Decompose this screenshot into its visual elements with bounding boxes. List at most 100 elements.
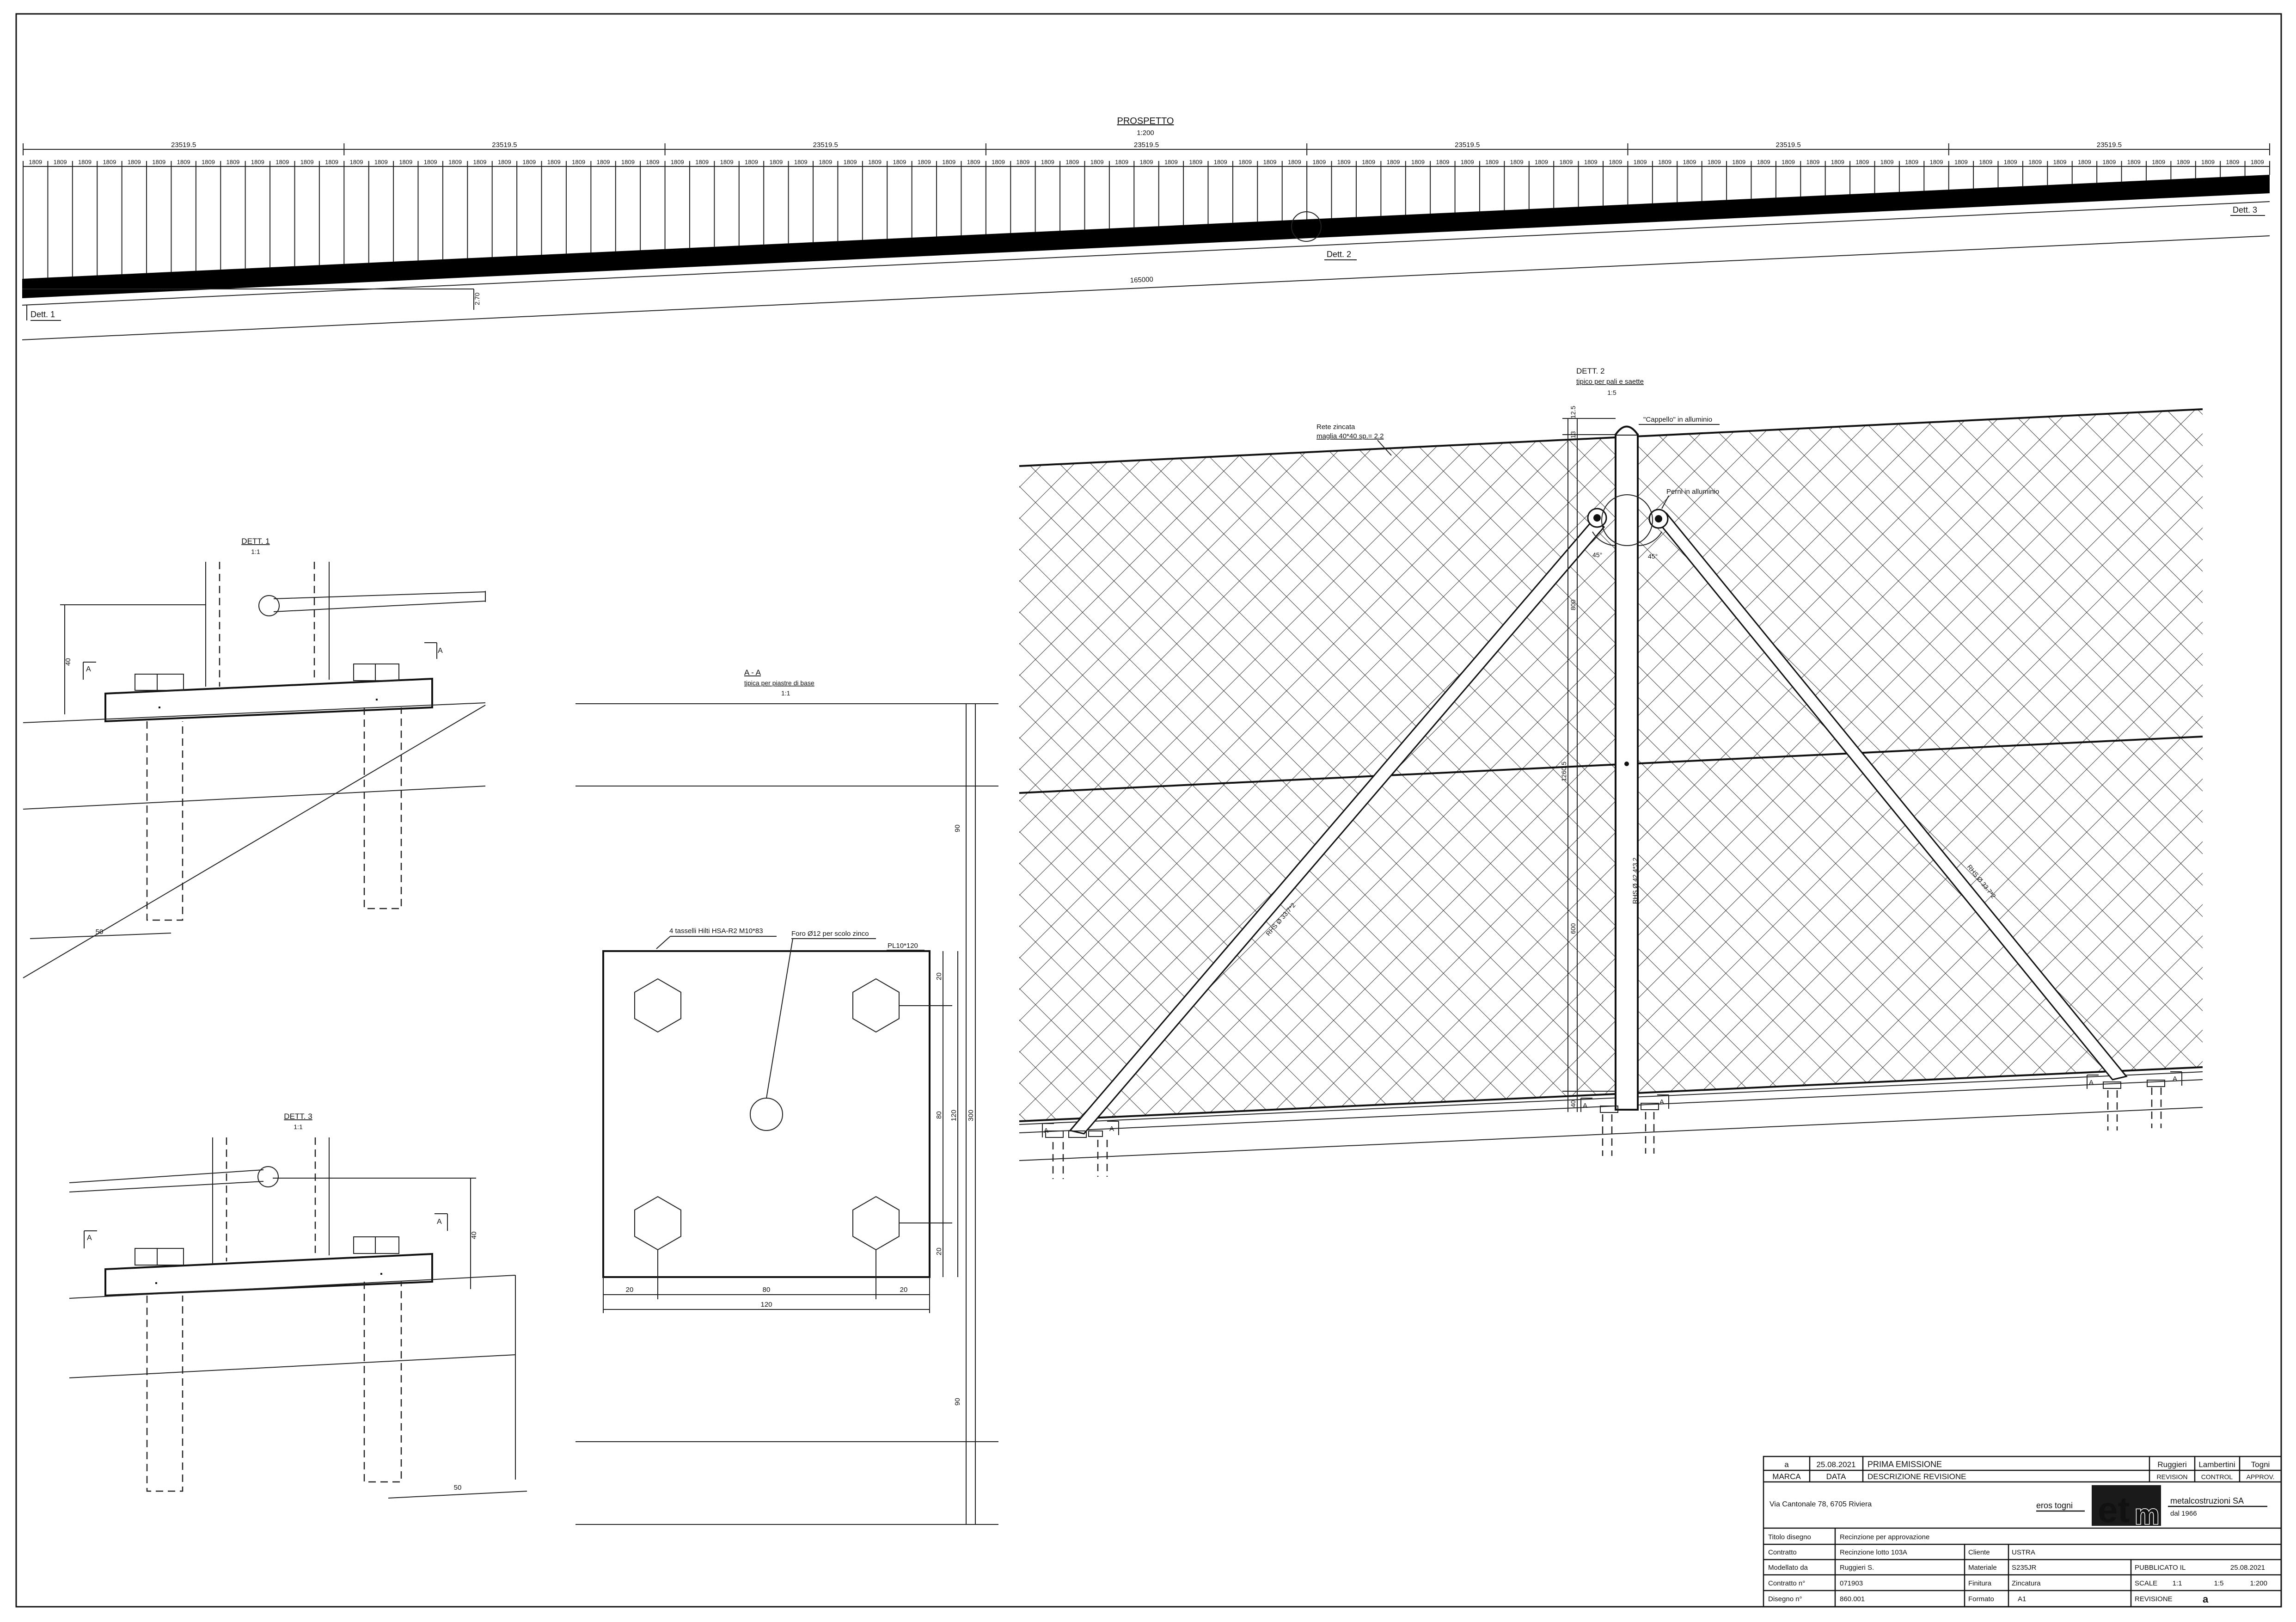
bay-length-label: 1809 bbox=[1757, 159, 1770, 166]
bay-length-label: 1809 bbox=[720, 159, 734, 166]
bay-length-label: 1809 bbox=[1535, 159, 1548, 166]
segment-length-label: 23519.5 bbox=[813, 141, 838, 149]
aa-dim-80-h: 80 bbox=[763, 1286, 771, 1294]
bay-length-label: 1809 bbox=[498, 159, 511, 166]
dett2-angle-right: 45° bbox=[1648, 553, 1658, 560]
dett2-dim-40: 40 bbox=[1569, 1100, 1577, 1107]
dett3-marker: Dett. 3 bbox=[2233, 205, 2257, 215]
bay-length-label: 1809 bbox=[745, 159, 758, 166]
aa-base-plate bbox=[602, 950, 931, 1278]
bay-length-label: 1809 bbox=[1189, 159, 1202, 166]
dett2-section-a-1: A bbox=[1044, 1127, 1048, 1135]
bay-length-label: 1809 bbox=[2053, 159, 2067, 166]
dett1-base-plate bbox=[104, 677, 433, 723]
tb-l-finitura: Finitura bbox=[1968, 1579, 1992, 1587]
dett2-section-a-3: A bbox=[1583, 1102, 1587, 1110]
bay-length-label: 1809 bbox=[2102, 159, 2116, 166]
bay-length-label: 1809 bbox=[78, 159, 92, 166]
bay-length-label: 1809 bbox=[1288, 159, 1301, 166]
bay-length-label: 1809 bbox=[1855, 159, 1869, 166]
dett2-callout-circle bbox=[1291, 211, 1322, 242]
tb-h-revision: REVISION bbox=[2157, 1473, 2188, 1481]
tb-v-titolo: Recinzione per approvazione bbox=[1840, 1533, 1929, 1541]
bay-length-label: 1809 bbox=[251, 159, 264, 166]
bay-length-label: 1809 bbox=[1880, 159, 1894, 166]
bay-length-label: 1809 bbox=[1041, 159, 1054, 166]
aa-note-anchors: 4 tasselli Hilti HSA-R2 M10*83 bbox=[669, 927, 763, 935]
dett3-section-a-left: A bbox=[87, 1234, 92, 1242]
dett1-section-a-right: A bbox=[438, 647, 443, 655]
bay-length-label: 1809 bbox=[1708, 159, 1721, 166]
prospetto-scale: 1:200 bbox=[1137, 129, 1154, 137]
bay-length-label: 1809 bbox=[128, 159, 141, 166]
bay-length-label: 1809 bbox=[992, 159, 1005, 166]
dett1-section-a-left: A bbox=[86, 665, 91, 673]
bay-length-label: 1809 bbox=[621, 159, 635, 166]
dett3-scale: 1:1 bbox=[294, 1123, 303, 1130]
dett2-tube-post: RHS Ø 42.4*3.2 bbox=[1631, 857, 1639, 904]
bay-length-label: 1809 bbox=[399, 159, 412, 166]
dett2-dim-total: 1260.5 bbox=[1560, 762, 1567, 781]
tb-l-contratto: Contratto bbox=[1768, 1548, 1797, 1556]
bay-length-label: 1809 bbox=[918, 159, 931, 166]
tb-l-disegno: Disegno n° bbox=[1768, 1595, 1802, 1603]
bay-length-label: 1809 bbox=[2078, 159, 2091, 166]
bay-length-label: 1809 bbox=[1238, 159, 1252, 166]
segment-length-label: 23519.5 bbox=[1455, 141, 1480, 149]
bay-length-label: 1809 bbox=[547, 159, 561, 166]
total-length-label: 165000 bbox=[1130, 276, 1153, 284]
aa-dim-120-v: 120 bbox=[950, 1110, 958, 1121]
dett2-note-mesh-1: Rete zincata bbox=[1316, 423, 1355, 431]
segment-length-label: 23519.5 bbox=[1134, 141, 1159, 149]
bay-length-label: 1809 bbox=[2004, 159, 2017, 166]
tb-l-cliente: Cliente bbox=[1968, 1548, 1990, 1556]
aa-scale: 1:1 bbox=[781, 689, 790, 697]
tb-h-data: DATA bbox=[1826, 1472, 1846, 1481]
bay-length-label: 1809 bbox=[942, 159, 955, 166]
dett2-section-a-2: A bbox=[1109, 1125, 1114, 1133]
tb-v-pubblicato: 25.08.2021 bbox=[2230, 1564, 2265, 1572]
dett2-title: DETT. 2 bbox=[1576, 367, 1604, 375]
total-dim-line bbox=[22, 235, 2270, 340]
bay-length-label: 1809 bbox=[276, 159, 289, 166]
segment-length-label: 23519.5 bbox=[171, 141, 196, 149]
dett2-note-pins: Perni in alluminio bbox=[1666, 488, 1719, 496]
bay-length-label: 1809 bbox=[1510, 159, 1524, 166]
tb-h-desc: DESCRIZIONE REVISIONE bbox=[1867, 1472, 1966, 1481]
dett3-base-plate bbox=[104, 1253, 433, 1297]
bay-length-label: 1809 bbox=[893, 159, 906, 166]
bay-length-label: 1809 bbox=[1905, 159, 1918, 166]
dett1-scale: 1:1 bbox=[251, 548, 260, 555]
bay-length-label: 1809 bbox=[1164, 159, 1178, 166]
bay-length-label: 1809 bbox=[1312, 159, 1326, 166]
bay-length-label: 1809 bbox=[1263, 159, 1277, 166]
tb-rev-by-2: Lambertini bbox=[2198, 1460, 2235, 1469]
tb-v-modellato: Ruggieri S. bbox=[1840, 1564, 1874, 1572]
bay-length-label: 1809 bbox=[1634, 159, 1647, 166]
tb-l-formato: Formato bbox=[1968, 1595, 1994, 1603]
bay-length-label: 1809 bbox=[1954, 159, 1968, 166]
bay-length-label: 1809 bbox=[202, 159, 215, 166]
aa-dim-90-top: 90 bbox=[954, 824, 961, 832]
dett2-note-cap: "Cappello" in alluminio bbox=[1643, 416, 1712, 424]
dett2-section-a-5: A bbox=[2089, 1079, 2094, 1087]
bay-length-label: 1809 bbox=[671, 159, 684, 166]
aa-dim-90-bottom: 90 bbox=[954, 1398, 961, 1406]
bay-length-label: 1809 bbox=[1683, 159, 1696, 166]
tb-h-approv: APPROV. bbox=[2247, 1473, 2275, 1481]
bay-length-label: 1809 bbox=[1214, 159, 1227, 166]
prospetto-title: PROSPETTO bbox=[1117, 116, 1174, 126]
bay-length-label: 1809 bbox=[374, 159, 388, 166]
bay-length-label: 1809 bbox=[424, 159, 437, 166]
bay-length-label: 1809 bbox=[1609, 159, 1622, 166]
bay-length-label: 1809 bbox=[794, 159, 808, 166]
bay-length-label: 1809 bbox=[967, 159, 980, 166]
aa-dim-120-h: 120 bbox=[760, 1301, 772, 1309]
bay-length-label: 1809 bbox=[868, 159, 882, 166]
dett2-subtitle: tipico per pali e saette bbox=[1576, 378, 1644, 386]
aa-dim-80-v: 80 bbox=[935, 1111, 943, 1119]
aa-note-hole: Foro Ø12 per scolo zinco bbox=[791, 930, 869, 938]
bay-length-label: 1809 bbox=[29, 159, 42, 166]
bay-length-label: 1809 bbox=[769, 159, 783, 166]
